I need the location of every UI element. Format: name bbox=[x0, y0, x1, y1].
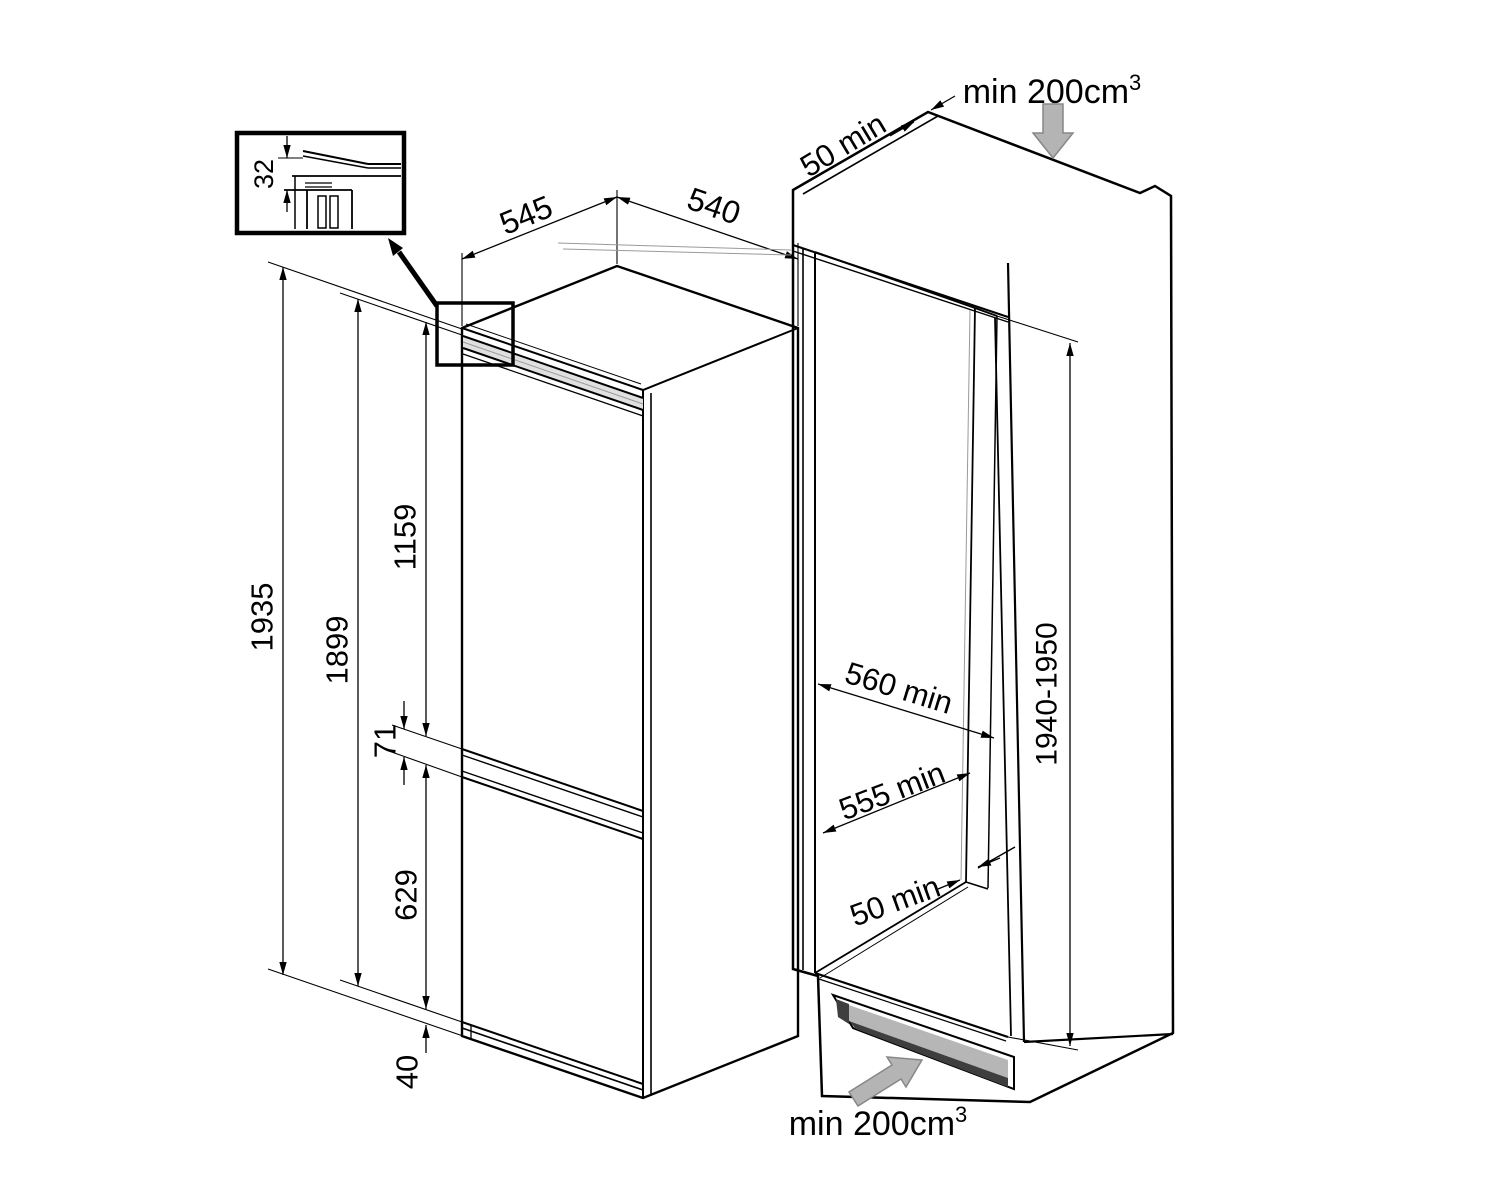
cabinet-drawing bbox=[791, 110, 1175, 1104]
ext-bottom-overall bbox=[267, 968, 464, 1037]
vent-slot-left-cap bbox=[836, 999, 849, 1024]
fridge-drawing bbox=[388, 238, 800, 1100]
ext-top-overall bbox=[267, 261, 463, 330]
niche-back-corner-shadow bbox=[960, 309, 971, 881]
niche-floor-front-edge bbox=[814, 971, 1009, 1039]
dim-arrow-top-clearance-right bbox=[930, 95, 956, 111]
upper-door-bottom-edge-2 bbox=[461, 754, 644, 818]
dim-line-width bbox=[616, 196, 799, 260]
overall-height-label: 1935 bbox=[245, 583, 280, 652]
detail-inset: 32 bbox=[234, 130, 407, 236]
dim-line-niche-width bbox=[817, 683, 995, 739]
ventilation-annotations: min 200cm3 min 200cm3 bbox=[789, 70, 1142, 1143]
niche-floor-back-edge bbox=[965, 881, 989, 890]
inset-lid-top bbox=[302, 150, 369, 165]
builtin-height-label: 1899 bbox=[320, 616, 355, 685]
vent-slot-light-face bbox=[840, 1002, 1008, 1078]
cabinet-side-bottom-edge bbox=[1023, 1032, 1174, 1044]
band-bottom-edge-2 bbox=[792, 250, 1009, 323]
inset-gap-label: 32 bbox=[249, 159, 279, 189]
upper-door-bottom-edge bbox=[461, 748, 644, 812]
door-gap-label: 71 bbox=[368, 724, 403, 758]
dim-arrow-bottom-clearance-left bbox=[937, 879, 961, 890]
niche-back-right-corner bbox=[987, 315, 998, 889]
fridge-outline bbox=[460, 264, 800, 1100]
ext-gap-top bbox=[391, 724, 463, 750]
door-groove-line-3 bbox=[462, 347, 644, 411]
niche-ceiling-back-edge bbox=[974, 307, 998, 317]
dim-arrow-bottom-clearance-right bbox=[977, 857, 1001, 868]
door-bottom-edge-2 bbox=[461, 1027, 644, 1091]
bottom-vent-arrow-icon bbox=[847, 1056, 924, 1108]
dim-line-niche-depth bbox=[822, 772, 971, 834]
ext-niche-height-top bbox=[996, 315, 1079, 343]
top-vent-arrow-icon bbox=[1031, 103, 1075, 160]
lower-door-top-edge-2 bbox=[461, 776, 644, 840]
door-bottom-edge bbox=[461, 1021, 644, 1085]
ext-gap-bottom bbox=[385, 749, 463, 778]
cabinet-front-right-edge bbox=[1006, 262, 1026, 1043]
projection-line-2 bbox=[562, 248, 792, 256]
niche-back-left-corner bbox=[965, 307, 976, 883]
niche-height-label: 1940-1950 bbox=[1031, 622, 1064, 765]
door-groove-line-2 bbox=[462, 341, 644, 405]
ext-door-bottom bbox=[339, 979, 463, 1023]
vent-slot-dark-face bbox=[849, 1021, 1008, 1087]
top-rear-wall-line bbox=[802, 115, 939, 195]
opening-right-edge bbox=[994, 317, 1012, 1037]
cabinet-outline bbox=[791, 110, 1175, 1104]
ext-niche-height-bottom bbox=[1007, 1036, 1079, 1051]
width-label: 540 bbox=[683, 180, 745, 231]
plinth-label: 40 bbox=[390, 1055, 425, 1089]
dim-line-depth bbox=[461, 196, 618, 260]
upper-door-label: 1159 bbox=[388, 504, 423, 571]
detail-marker-rect bbox=[435, 301, 515, 367]
niche-floor-left-edge bbox=[814, 881, 967, 974]
bottom-rear-clearance-label: 50 min bbox=[845, 869, 944, 934]
detail-callout-arrowhead-icon bbox=[388, 238, 403, 256]
inset-hinge-slot-2 bbox=[329, 195, 339, 229]
niche-ceiling-edge bbox=[814, 251, 976, 309]
depth-label: 545 bbox=[495, 188, 558, 241]
niche-floor-left-edge-2 bbox=[819, 886, 969, 979]
dim-arrow-top-clearance-left bbox=[889, 121, 915, 137]
fridge-top-panel-line bbox=[465, 323, 642, 385]
top-rear-clearance-label: 50 min bbox=[794, 106, 892, 184]
bottom-vent-label: min 200cm3 bbox=[789, 1102, 968, 1143]
lower-door-top-edge bbox=[461, 770, 644, 834]
niche-width-label: 560 min bbox=[841, 655, 957, 721]
projection-line-1 bbox=[557, 242, 792, 251]
detail-callout-arrow-shaft bbox=[396, 250, 440, 308]
niche-floor-front-edge-2 bbox=[818, 978, 1007, 1042]
inset-hinge-slot-1 bbox=[317, 195, 327, 229]
niche-depth-label: 555 min bbox=[834, 755, 950, 827]
lower-door-label: 629 bbox=[389, 869, 424, 921]
inset-lid-bottom bbox=[302, 155, 369, 169]
door-groove-line-1 bbox=[462, 335, 644, 399]
height-dimensions: 1935 1899 1159 71 629 40 bbox=[245, 261, 464, 1089]
